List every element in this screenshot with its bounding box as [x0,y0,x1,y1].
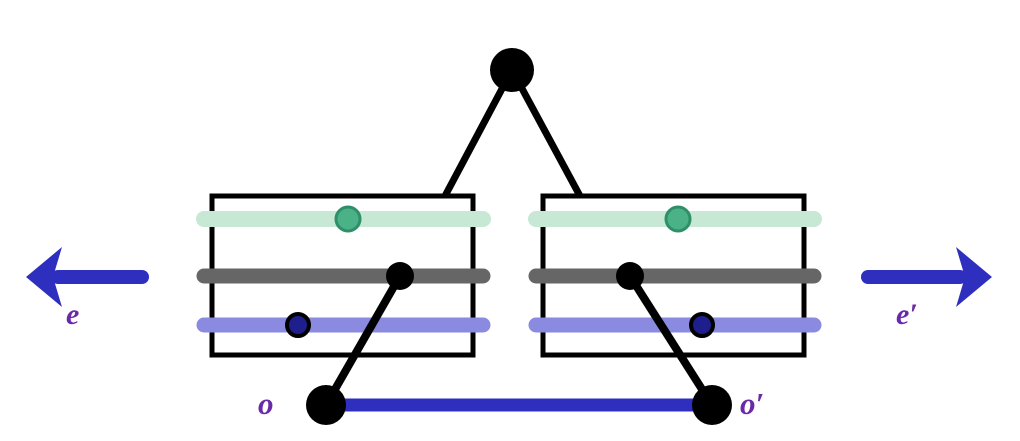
left-frame-navy-dot[interactable] [285,312,311,338]
observer-node-o[interactable] [306,385,346,425]
arrow-right-label: e′ [896,298,918,331]
right-frame-green-dot[interactable] [664,205,692,233]
apex-legs-group [441,68,584,198]
apex-leg-right-line [508,68,584,198]
left-frame-worldline [322,274,404,407]
left-frame-black-node[interactable] [386,262,414,290]
observer-label-o-prime: o′ [740,386,765,421]
arrow-left-label: e [66,298,80,331]
right-frame-worldline [626,273,716,408]
right-frame-navy-dot[interactable] [689,312,715,338]
right-frame-black-node[interactable] [616,262,644,290]
apex-leg-left-line [441,68,516,198]
arrow-left-head [26,247,62,307]
left-frame-green-dot[interactable] [334,205,362,233]
arrow-left-group[interactable] [26,247,149,307]
left-frame-group[interactable] [196,193,491,407]
right-frame-group[interactable] [528,193,822,408]
arrow-right-head [956,247,992,307]
observer-node-o-prime[interactable] [692,385,732,425]
observer-label-o: o [258,386,274,421]
arrow-right-group[interactable] [861,247,992,307]
apex-node[interactable] [490,48,534,92]
